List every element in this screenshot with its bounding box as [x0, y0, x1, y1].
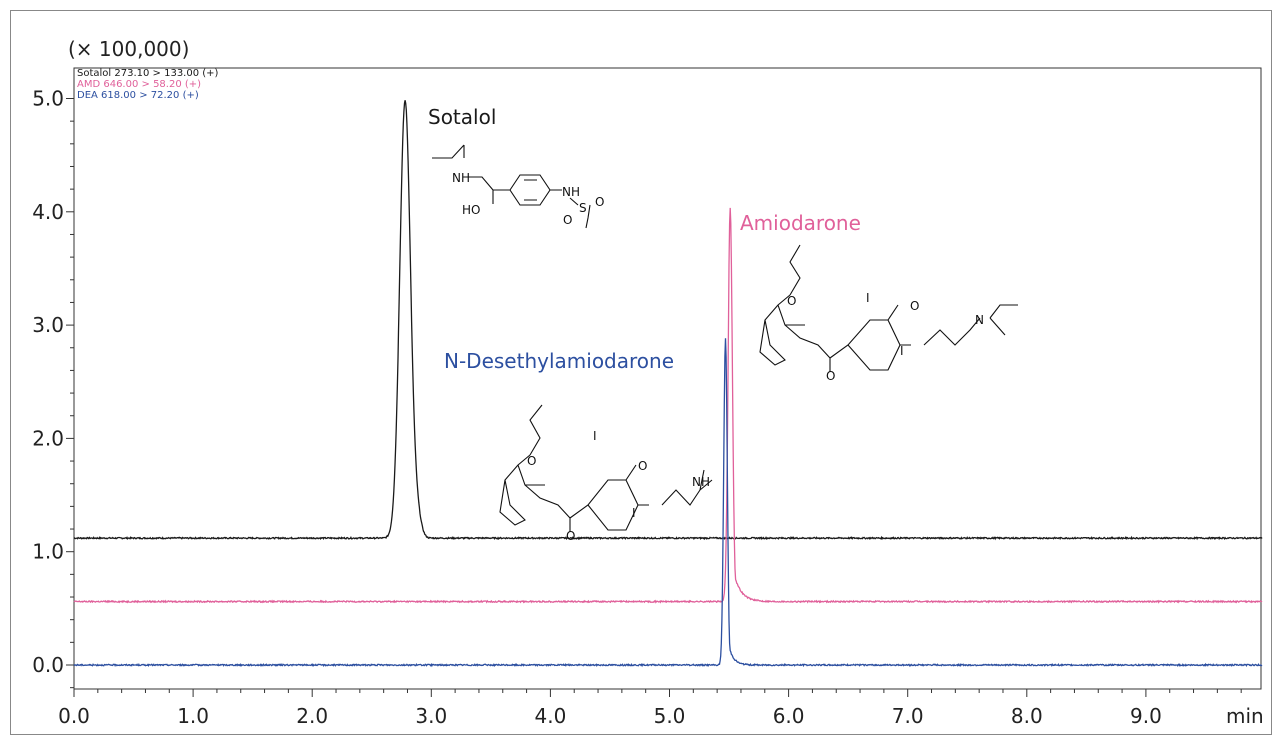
atom-o-2: O	[563, 213, 572, 227]
x-tick-label-4: 4.0	[534, 704, 566, 728]
atom-dea-i-top: I	[593, 429, 597, 443]
atom-dea-i-bottom: I	[632, 506, 636, 520]
x-tick-label-0: 0.0	[58, 704, 90, 728]
atom-s: S	[579, 201, 587, 215]
atom-amd-o-ether: O	[910, 299, 919, 313]
annotation-sotalol: Sotalol	[428, 105, 496, 129]
y-multiplier-label: (× 100,000)	[68, 37, 189, 61]
structure-sotalol: NH HO NH S O O	[432, 144, 604, 229]
annotation-desethylamiodarone: N-Desethylamiodarone	[444, 349, 674, 373]
x-tick-label-2: 2.0	[296, 704, 328, 728]
x-tick-label-1: 1.0	[177, 704, 209, 728]
series-trace-0	[73, 100, 1263, 541]
y-tick-label-4: 4.0	[32, 200, 64, 224]
atom-o-1: O	[595, 195, 604, 209]
y-tick-label-3: 3.0	[32, 313, 64, 337]
structure-desethylamiodarone: O I O NH I O	[499, 404, 713, 543]
x-tick-label-8: 8.0	[1011, 704, 1043, 728]
x-tick-label-7: 7.0	[892, 704, 924, 728]
series-group	[73, 100, 1263, 668]
x-tick-label-5: 5.0	[654, 704, 686, 728]
y-tick-label-5: 5.0	[32, 87, 64, 111]
series-trace-2	[73, 338, 1263, 668]
atom-nh-2: NH	[562, 185, 580, 199]
structure-amiodarone: O I O N I O	[759, 244, 1018, 383]
atom-amd-n: N	[975, 313, 984, 327]
atom-dea-o-ether: O	[638, 459, 647, 473]
y-tick-label-2: 2.0	[32, 426, 64, 450]
atom-amd-o-carbonyl: O	[826, 369, 835, 383]
annotation-amiodarone: Amiodarone	[740, 211, 861, 235]
y-tick-label-0: 0.0	[32, 653, 64, 677]
atom-dea-o-ring: O	[527, 454, 536, 468]
legend-entry-sotalol: Sotalol 273.10 > 133.00 (+)	[77, 68, 219, 79]
x-tick-label-9: 9.0	[1130, 704, 1162, 728]
atom-dea-nh: NH	[692, 475, 710, 489]
atom-amd-i-top: I	[866, 291, 870, 305]
series-trace-1	[73, 207, 1263, 604]
x-tick-label-6: 6.0	[773, 704, 805, 728]
x-tick-label-3: 3.0	[415, 704, 447, 728]
legend-entry-dea: DEA 618.00 > 72.20 (+)	[77, 90, 199, 101]
atom-dea-o-carbonyl: O	[566, 529, 575, 543]
chart-frame	[10, 10, 1272, 735]
x-unit-label: min	[1226, 704, 1264, 728]
atom-nh-1: NH	[452, 171, 470, 185]
plot-area	[73, 67, 1262, 690]
atom-amd-o-ring: O	[787, 294, 796, 308]
y-tick-label-1: 1.0	[32, 540, 64, 564]
atom-amd-i-bottom: I	[900, 344, 904, 358]
legend-entry-amd: AMD 646.00 > 58.20 (+)	[77, 79, 201, 90]
axis-ticks: 0.0 1.0 2.0 3.0 4.0 5.0 6.0 7.0 8.0 9.0 0.0 1.0 2.0 3…	[32, 87, 1242, 728]
atom-ho: HO	[462, 203, 480, 217]
